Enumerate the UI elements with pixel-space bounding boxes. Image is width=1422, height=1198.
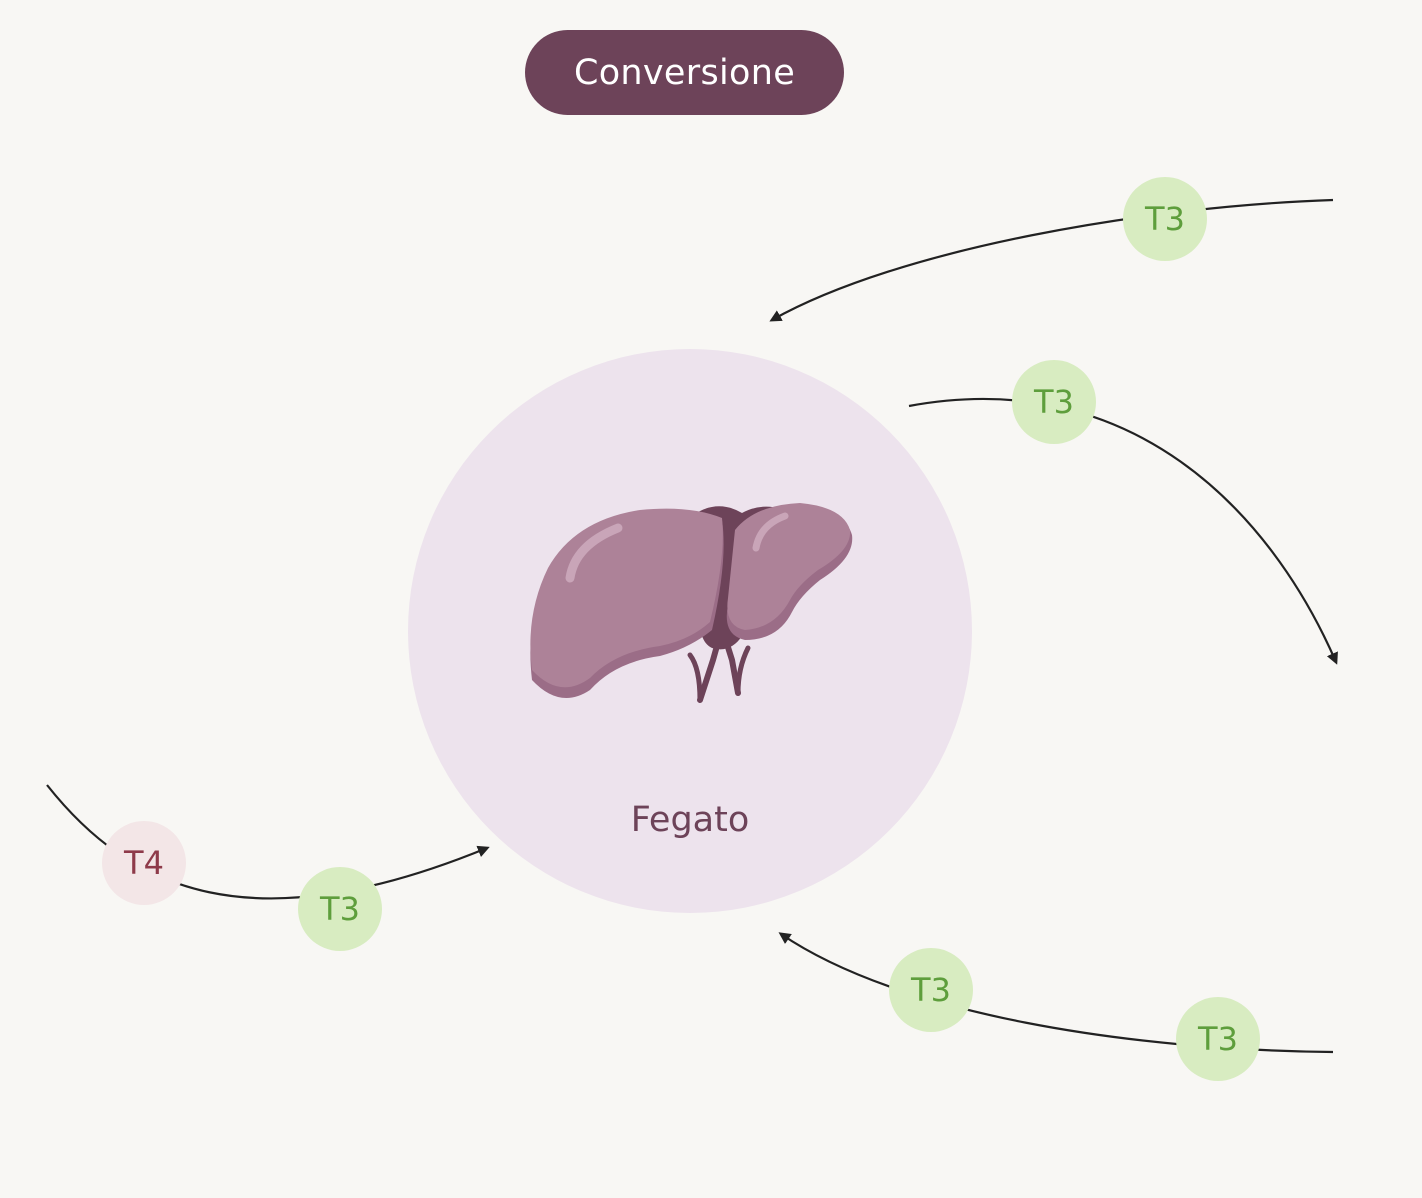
t3-badge-top: T3 xyxy=(1123,177,1207,261)
liver-icon xyxy=(530,503,853,703)
t3-badge-left: T3 xyxy=(298,867,382,951)
arrow-right-outbound xyxy=(908,397,1338,665)
arrow-top-inbound xyxy=(769,198,1334,322)
t3-badge-right: T3 xyxy=(1012,360,1096,444)
arrow-left-inbound xyxy=(46,784,490,900)
organ-label: Fegato xyxy=(630,800,750,840)
title-pill: Conversione xyxy=(525,30,844,115)
t3-badge-bottom-far: T3 xyxy=(1176,997,1260,1081)
t3-badge-bottom-near: T3 xyxy=(889,948,973,1032)
t4-badge-left: T4 xyxy=(102,821,186,905)
